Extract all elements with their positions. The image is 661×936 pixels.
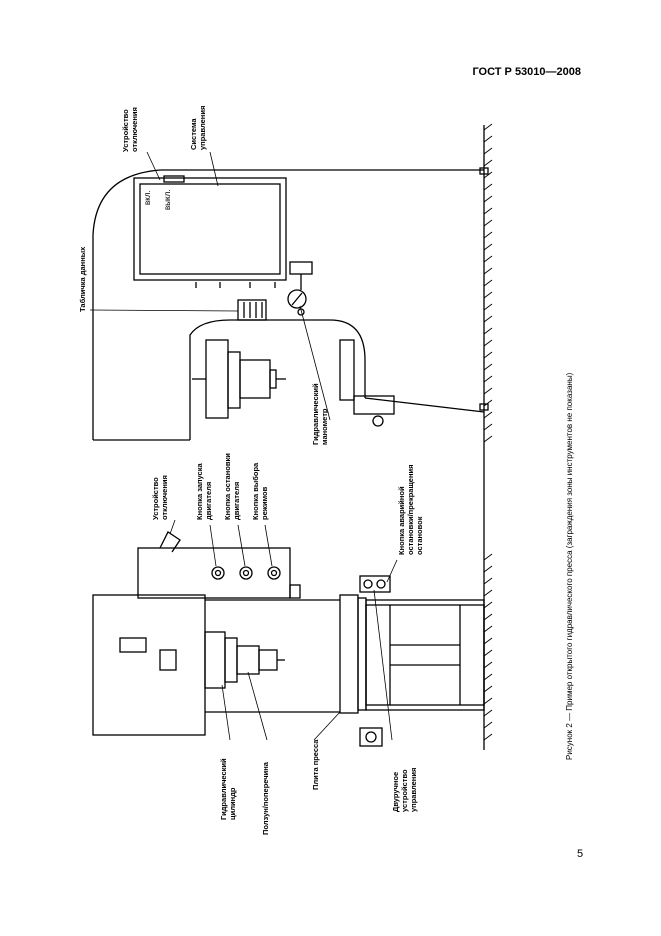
top-press-frame: [92, 167, 489, 441]
floor-hatch: [483, 123, 493, 750]
label-disconnect-mid: Устройствоотключения: [151, 475, 169, 520]
figure-caption: Рисунок 2 — Пример открытого гидравличес…: [565, 372, 574, 760]
document-header: ГОСТ Р 53010—2008: [472, 66, 581, 78]
label-two-hand-control: Двуручноеустройствоуправления: [391, 768, 418, 812]
label-switch-off: выкл.: [163, 190, 172, 210]
label-disconnect-top: Устройствоотключения: [121, 107, 139, 152]
label-motor-stop: Кнопка остановкидвигателя: [223, 453, 241, 520]
label-control-system: Системауправления: [189, 106, 207, 150]
label-emergency-stop: Кнопка аварийнойостановки/прекращенияост…: [397, 465, 424, 555]
leader-lines: [89, 151, 398, 741]
label-hydraulic-cylinder: Гидравлическийцилиндр: [219, 758, 237, 820]
label-motor-start: Кнопка запускадвигателя: [195, 463, 213, 520]
label-press-plate: Плита пресса: [311, 739, 320, 790]
bottom-press-frame: [92, 531, 485, 747]
label-pressure-gauge: Гидравлическийманометр: [311, 383, 329, 445]
label-mode-select: Кнопка выборарежимов: [251, 462, 269, 520]
diagram-labels: Устройствоотключения Системауправления в…: [78, 106, 574, 835]
page-number: 5: [577, 848, 584, 860]
label-ram: Ползун/поперечина: [261, 761, 270, 835]
label-switch-on: вкл.: [143, 190, 152, 205]
label-data-plate: Табличка данных: [78, 246, 87, 312]
